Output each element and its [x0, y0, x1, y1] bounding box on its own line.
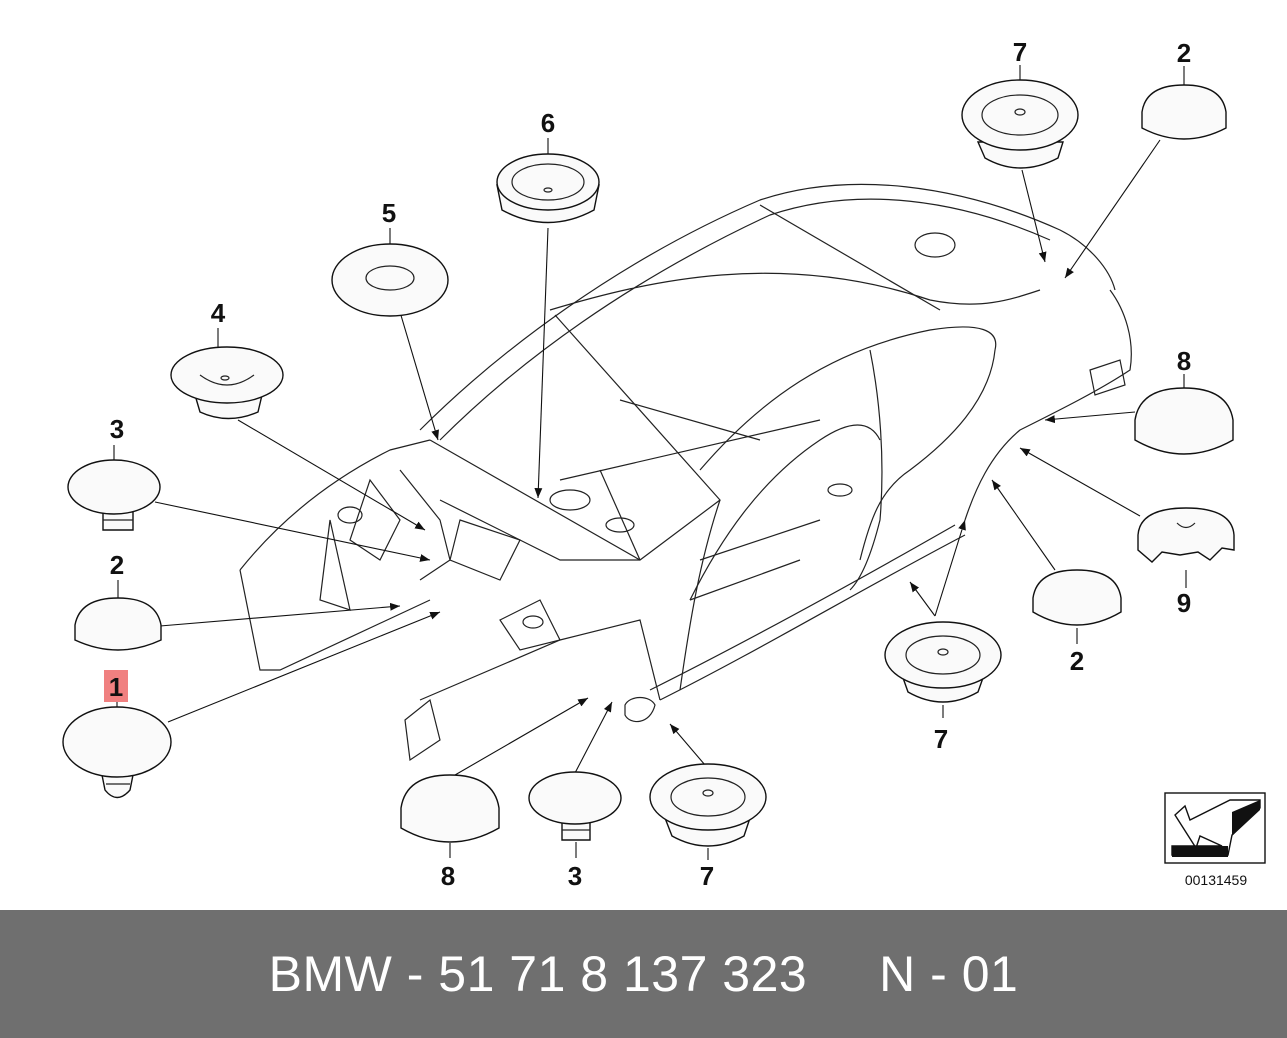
leader-lines — [154, 139, 1161, 776]
parts-diagram: 1 2 3 4 5 6 — [62, 37, 1266, 891]
callout-8-bottom[interactable]: 8 — [441, 861, 455, 891]
callout-2-top-right[interactable]: 2 — [1177, 38, 1191, 68]
part-9-clip-cap[interactable] — [1137, 507, 1235, 588]
callout-6[interactable]: 6 — [541, 108, 555, 138]
footer-bar: BMW - 51 71 8 137 323 N - 01 — [0, 910, 1287, 1038]
part-6-grommet[interactable] — [496, 138, 600, 224]
callout-7-right[interactable]: 7 — [934, 724, 948, 754]
part-8-cap-right[interactable] — [1134, 374, 1234, 455]
reference-code: 00131459 — [1185, 872, 1248, 888]
callout-9[interactable]: 9 — [1177, 588, 1191, 618]
part-2-cap-lower-right[interactable] — [1032, 569, 1122, 644]
direction-arrow-box — [1164, 792, 1266, 864]
part-2-cap-left[interactable] — [74, 580, 162, 651]
part-7-grommet-right[interactable] — [884, 621, 1002, 718]
part-number-label: BMW - 51 71 8 137 323 N - 01 — [268, 946, 1019, 1002]
callout-4[interactable]: 4 — [211, 298, 226, 328]
part-7-grommet-top[interactable] — [961, 65, 1079, 169]
part-3-clip-bottom[interactable] — [528, 771, 622, 858]
part-8-cap-bottom[interactable] — [400, 774, 500, 858]
callout-7-top[interactable]: 7 — [1013, 37, 1027, 67]
part-1-plug[interactable] — [62, 700, 172, 799]
part-2-cap-top-right[interactable] — [1141, 66, 1227, 140]
callout-2-lower-right[interactable]: 2 — [1070, 646, 1084, 676]
callout-8-right[interactable]: 8 — [1177, 346, 1191, 376]
callout-5[interactable]: 5 — [382, 198, 396, 228]
car-body — [239, 183, 1132, 762]
callout-1[interactable]: 1 — [109, 672, 123, 702]
callout-3-bottom[interactable]: 3 — [568, 861, 582, 891]
part-4-grommet[interactable] — [170, 328, 284, 420]
part-3-clip-left[interactable] — [67, 445, 161, 531]
part-1-highlight — [104, 670, 128, 702]
callout-3-left[interactable]: 3 — [110, 414, 124, 444]
part-7-grommet-bottom[interactable] — [649, 763, 767, 860]
part-5-patch[interactable] — [331, 228, 449, 317]
callout-7-bottom[interactable]: 7 — [700, 861, 714, 891]
callout-2-left[interactable]: 2 — [110, 550, 124, 580]
